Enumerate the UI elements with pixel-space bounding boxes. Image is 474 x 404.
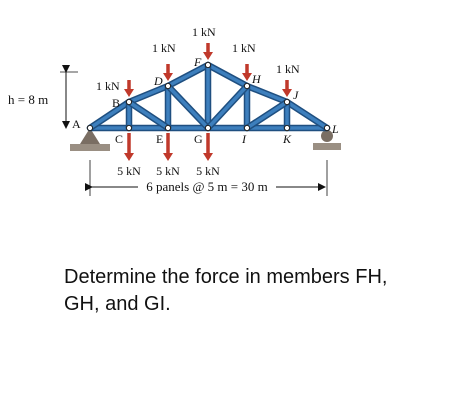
- pin-F: [204, 61, 212, 69]
- load-J-head: [282, 89, 292, 97]
- node-label-I: I: [241, 132, 247, 146]
- node-label-E: E: [156, 132, 163, 146]
- load-G-head: [203, 153, 213, 161]
- pin-H: [243, 82, 251, 90]
- pin-B: [125, 98, 133, 106]
- height-dimension: h = 8 m: [8, 65, 78, 129]
- node-label-G: G: [194, 132, 203, 146]
- load-E-head: [163, 153, 173, 161]
- load-label-C: 5 kN: [117, 164, 141, 178]
- node-label-K: K: [282, 132, 292, 146]
- member-highlight-HJ: [245, 84, 289, 104]
- node-label-A: A: [72, 117, 81, 131]
- load-H-head: [242, 73, 252, 81]
- member-highlight-IJ: [245, 100, 289, 130]
- node-labels: A B C D E F G H I J K L: [72, 55, 339, 146]
- pin-I: [243, 124, 251, 132]
- pin-K: [283, 124, 291, 132]
- pin-D: [164, 82, 172, 90]
- pin-J: [283, 98, 291, 106]
- node-label-H: H: [251, 72, 262, 86]
- loads: 1 kN 1 kN 1 kN 1 kN 1 kN 5 kN 5 kN 5 kN: [96, 25, 300, 178]
- load-label-F: 1 kN: [192, 25, 216, 39]
- node-label-J: J: [293, 88, 299, 102]
- member-highlight-AB: [88, 100, 131, 130]
- support-l: [313, 130, 341, 150]
- span-dimension: 6 panels @ 5 m = 30 m: [85, 160, 328, 196]
- question-text: Determine the force in members FH, GH, a…: [64, 266, 388, 315]
- load-D-head: [163, 73, 173, 81]
- load-label-D: 1 kN: [152, 41, 176, 55]
- load-B-head: [124, 89, 134, 97]
- pin-G: [204, 124, 212, 132]
- load-label-B: 1 kN: [96, 79, 120, 93]
- load-label-H: 1 kN: [232, 41, 256, 55]
- load-label-E: 5 kN: [156, 164, 180, 178]
- load-C-head: [124, 153, 134, 161]
- height-label: h = 8 m: [8, 92, 48, 107]
- member-highlight-FH: [206, 63, 249, 88]
- node-label-L: L: [331, 122, 339, 136]
- pin-E: [164, 124, 172, 132]
- node-label-C: C: [115, 132, 123, 146]
- pin-L: [323, 124, 331, 132]
- node-label-B: B: [112, 96, 120, 110]
- pin-C: [125, 124, 133, 132]
- member-highlight-JL: [285, 100, 329, 130]
- load-label-J: 1 kN: [276, 62, 300, 76]
- member-highlight-GH: [206, 84, 249, 130]
- node-label-F: F: [193, 55, 202, 69]
- truss-pins: [86, 61, 331, 132]
- support-a: [70, 128, 110, 151]
- truss-members: [86, 61, 331, 132]
- member-highlight-BD: [127, 84, 170, 104]
- member-highlight-BE: [127, 100, 170, 130]
- node-label-D: D: [153, 74, 163, 88]
- pin-A: [86, 124, 94, 132]
- member-highlight-DF: [166, 63, 210, 88]
- span-label: 6 panels @ 5 m = 30 m: [146, 179, 268, 194]
- load-label-G: 5 kN: [196, 164, 220, 178]
- member-highlight-DG: [166, 84, 210, 130]
- load-F-head: [203, 52, 213, 60]
